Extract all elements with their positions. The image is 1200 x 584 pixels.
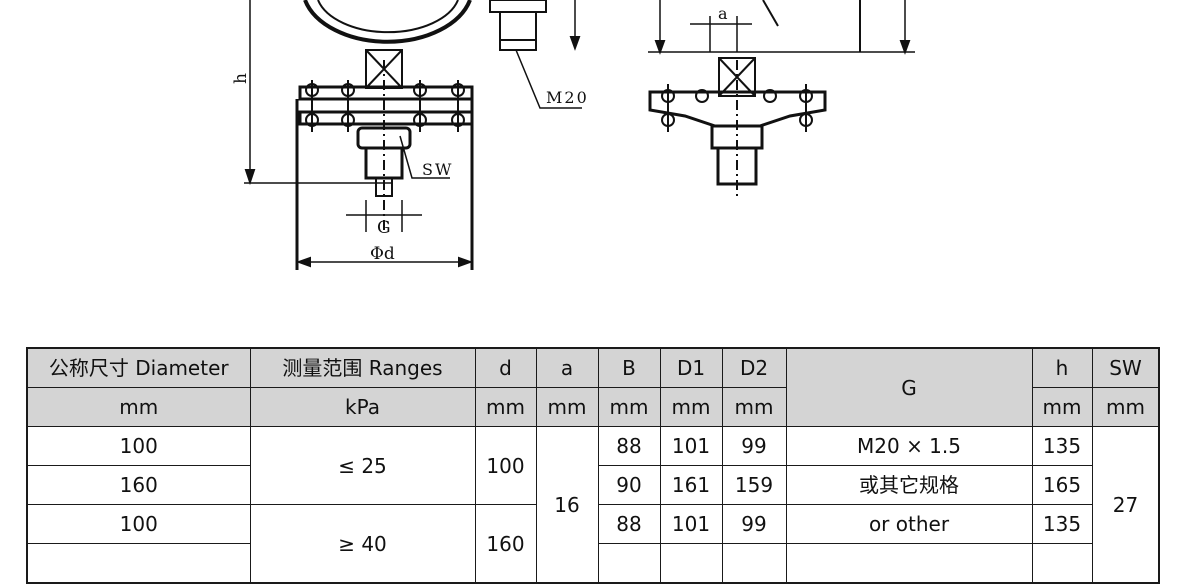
header-diameter: 公称尺寸 Diameter (26, 347, 251, 388)
cell-d: 160 (474, 504, 537, 584)
cell-h: 135 (1031, 504, 1093, 544)
cell-sw: 27 (1091, 426, 1160, 584)
header-a: a (535, 347, 599, 388)
cell-diameter: 100 (26, 504, 251, 544)
header-row-1: 公称尺寸 Diameter 测量范围 Ranges d a B D1 D2 G … (26, 347, 1160, 427)
unit-h: mm (1031, 387, 1093, 427)
header-d2: D2 (721, 347, 787, 388)
cell-g-line-2: 或其它规格 (785, 465, 1033, 505)
cell-d2: 99 (721, 504, 787, 544)
cell-range: ≤ 25 (249, 426, 476, 505)
unit-d: mm (474, 387, 537, 427)
cell-d2: 99 (721, 426, 787, 466)
label-a: a (718, 4, 728, 23)
cell-b: 88 (597, 426, 661, 466)
header-ranges: 测量范围 Ranges (249, 347, 476, 388)
table-row: 160 90 161 159 或其它规格 165 (26, 465, 1159, 505)
cell-diameter: 160 (26, 465, 251, 505)
cell-d1: 101 (659, 504, 723, 544)
label-g: G (377, 218, 391, 238)
label-h: h (231, 73, 251, 84)
unit-a: mm (535, 387, 599, 427)
header-g: G (785, 347, 1033, 427)
unit-diameter: mm (26, 387, 251, 427)
header-d: d (474, 347, 537, 388)
label-m20: M20 (546, 88, 589, 107)
dimension-spec-table: 公称尺寸 Diameter 测量范围 Ranges d a B D1 D2 G … (26, 347, 1160, 584)
gauge-dimension-drawing: h a M20 SW G Φd (231, 0, 915, 270)
cell-d: 100 (474, 426, 537, 505)
cell-diameter: 100 (26, 426, 251, 466)
header-d1: D1 (659, 347, 723, 388)
header-b: B (597, 347, 661, 388)
cell-d2: 159 (721, 465, 787, 505)
cell-d1: 101 (659, 426, 723, 466)
unit-b: mm (597, 387, 661, 427)
cell-b: 90 (597, 465, 661, 505)
table-row: 100 ≤ 25 100 16 88 101 99 M20 × 1.5 135 … (26, 426, 1160, 584)
header-row-2: mm kPa mm mm mm mm mm mm mm (26, 387, 1160, 427)
cell-d1: 161 (659, 465, 723, 505)
cell-h: 135 (1031, 426, 1093, 466)
cell-h: 165 (1031, 465, 1093, 505)
header-h: h (1031, 347, 1093, 388)
cell-a: 16 (535, 426, 599, 584)
header-sw: SW (1091, 347, 1160, 388)
label-phid: Φd (370, 244, 395, 264)
unit-d1: mm (659, 387, 723, 427)
unit-ranges: kPa (249, 387, 476, 427)
cell-g-line-1: M20 × 1.5 (785, 426, 1033, 466)
cell-range: ≥ 40 (249, 504, 476, 584)
unit-d2: mm (721, 387, 787, 427)
label-sw: SW (422, 160, 453, 179)
cell-g-line-3: or other (785, 504, 1033, 544)
unit-sw: mm (1091, 387, 1160, 427)
cell-b: 88 (597, 504, 661, 544)
